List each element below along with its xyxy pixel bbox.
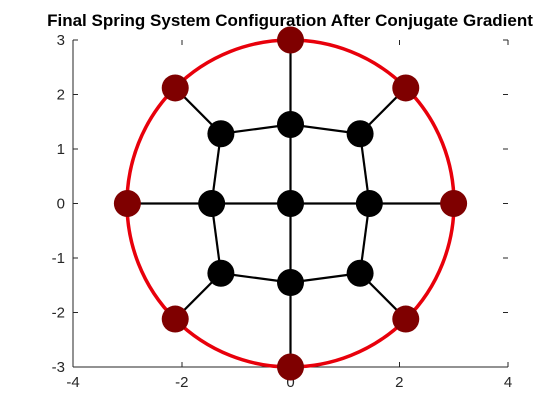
free-node: [355, 190, 383, 217]
y-tick-label: 2: [57, 87, 65, 104]
free-node: [207, 120, 235, 148]
plot-area: [113, 26, 468, 381]
fixed-node: [392, 74, 420, 102]
y-tick-label: -1: [52, 250, 65, 267]
free-node: [346, 120, 374, 148]
x-tick-label: 0: [286, 374, 294, 391]
fixed-node: [113, 190, 141, 217]
x-tick-label: -2: [175, 374, 188, 391]
free-node: [207, 259, 235, 287]
free-node: [277, 269, 304, 297]
fixed-node: [277, 26, 304, 54]
x-tick-label: -4: [66, 374, 79, 391]
y-tick-label: 1: [57, 141, 65, 158]
free-node: [277, 110, 304, 138]
y-tick-label: 0: [57, 196, 65, 213]
y-tick-label: 3: [57, 32, 65, 49]
free-nodes: [198, 110, 383, 297]
fixed-node: [161, 305, 189, 333]
y-tick-label: -3: [52, 359, 65, 376]
fixed-node: [161, 74, 189, 102]
free-node: [198, 190, 226, 217]
chart-title: Final Spring System Configuration After …: [47, 11, 533, 30]
x-tick-label: 2: [395, 374, 403, 391]
free-node: [277, 190, 304, 217]
fixed-node: [440, 190, 468, 217]
y-ticks: -3 -2 -1 0 1 2 3: [52, 32, 508, 376]
free-node: [346, 259, 374, 287]
fixed-node: [277, 353, 304, 381]
x-tick-label: 4: [504, 374, 512, 391]
fixed-node: [392, 305, 420, 333]
fixed-nodes: [113, 26, 468, 381]
y-tick-label: -2: [52, 305, 65, 322]
